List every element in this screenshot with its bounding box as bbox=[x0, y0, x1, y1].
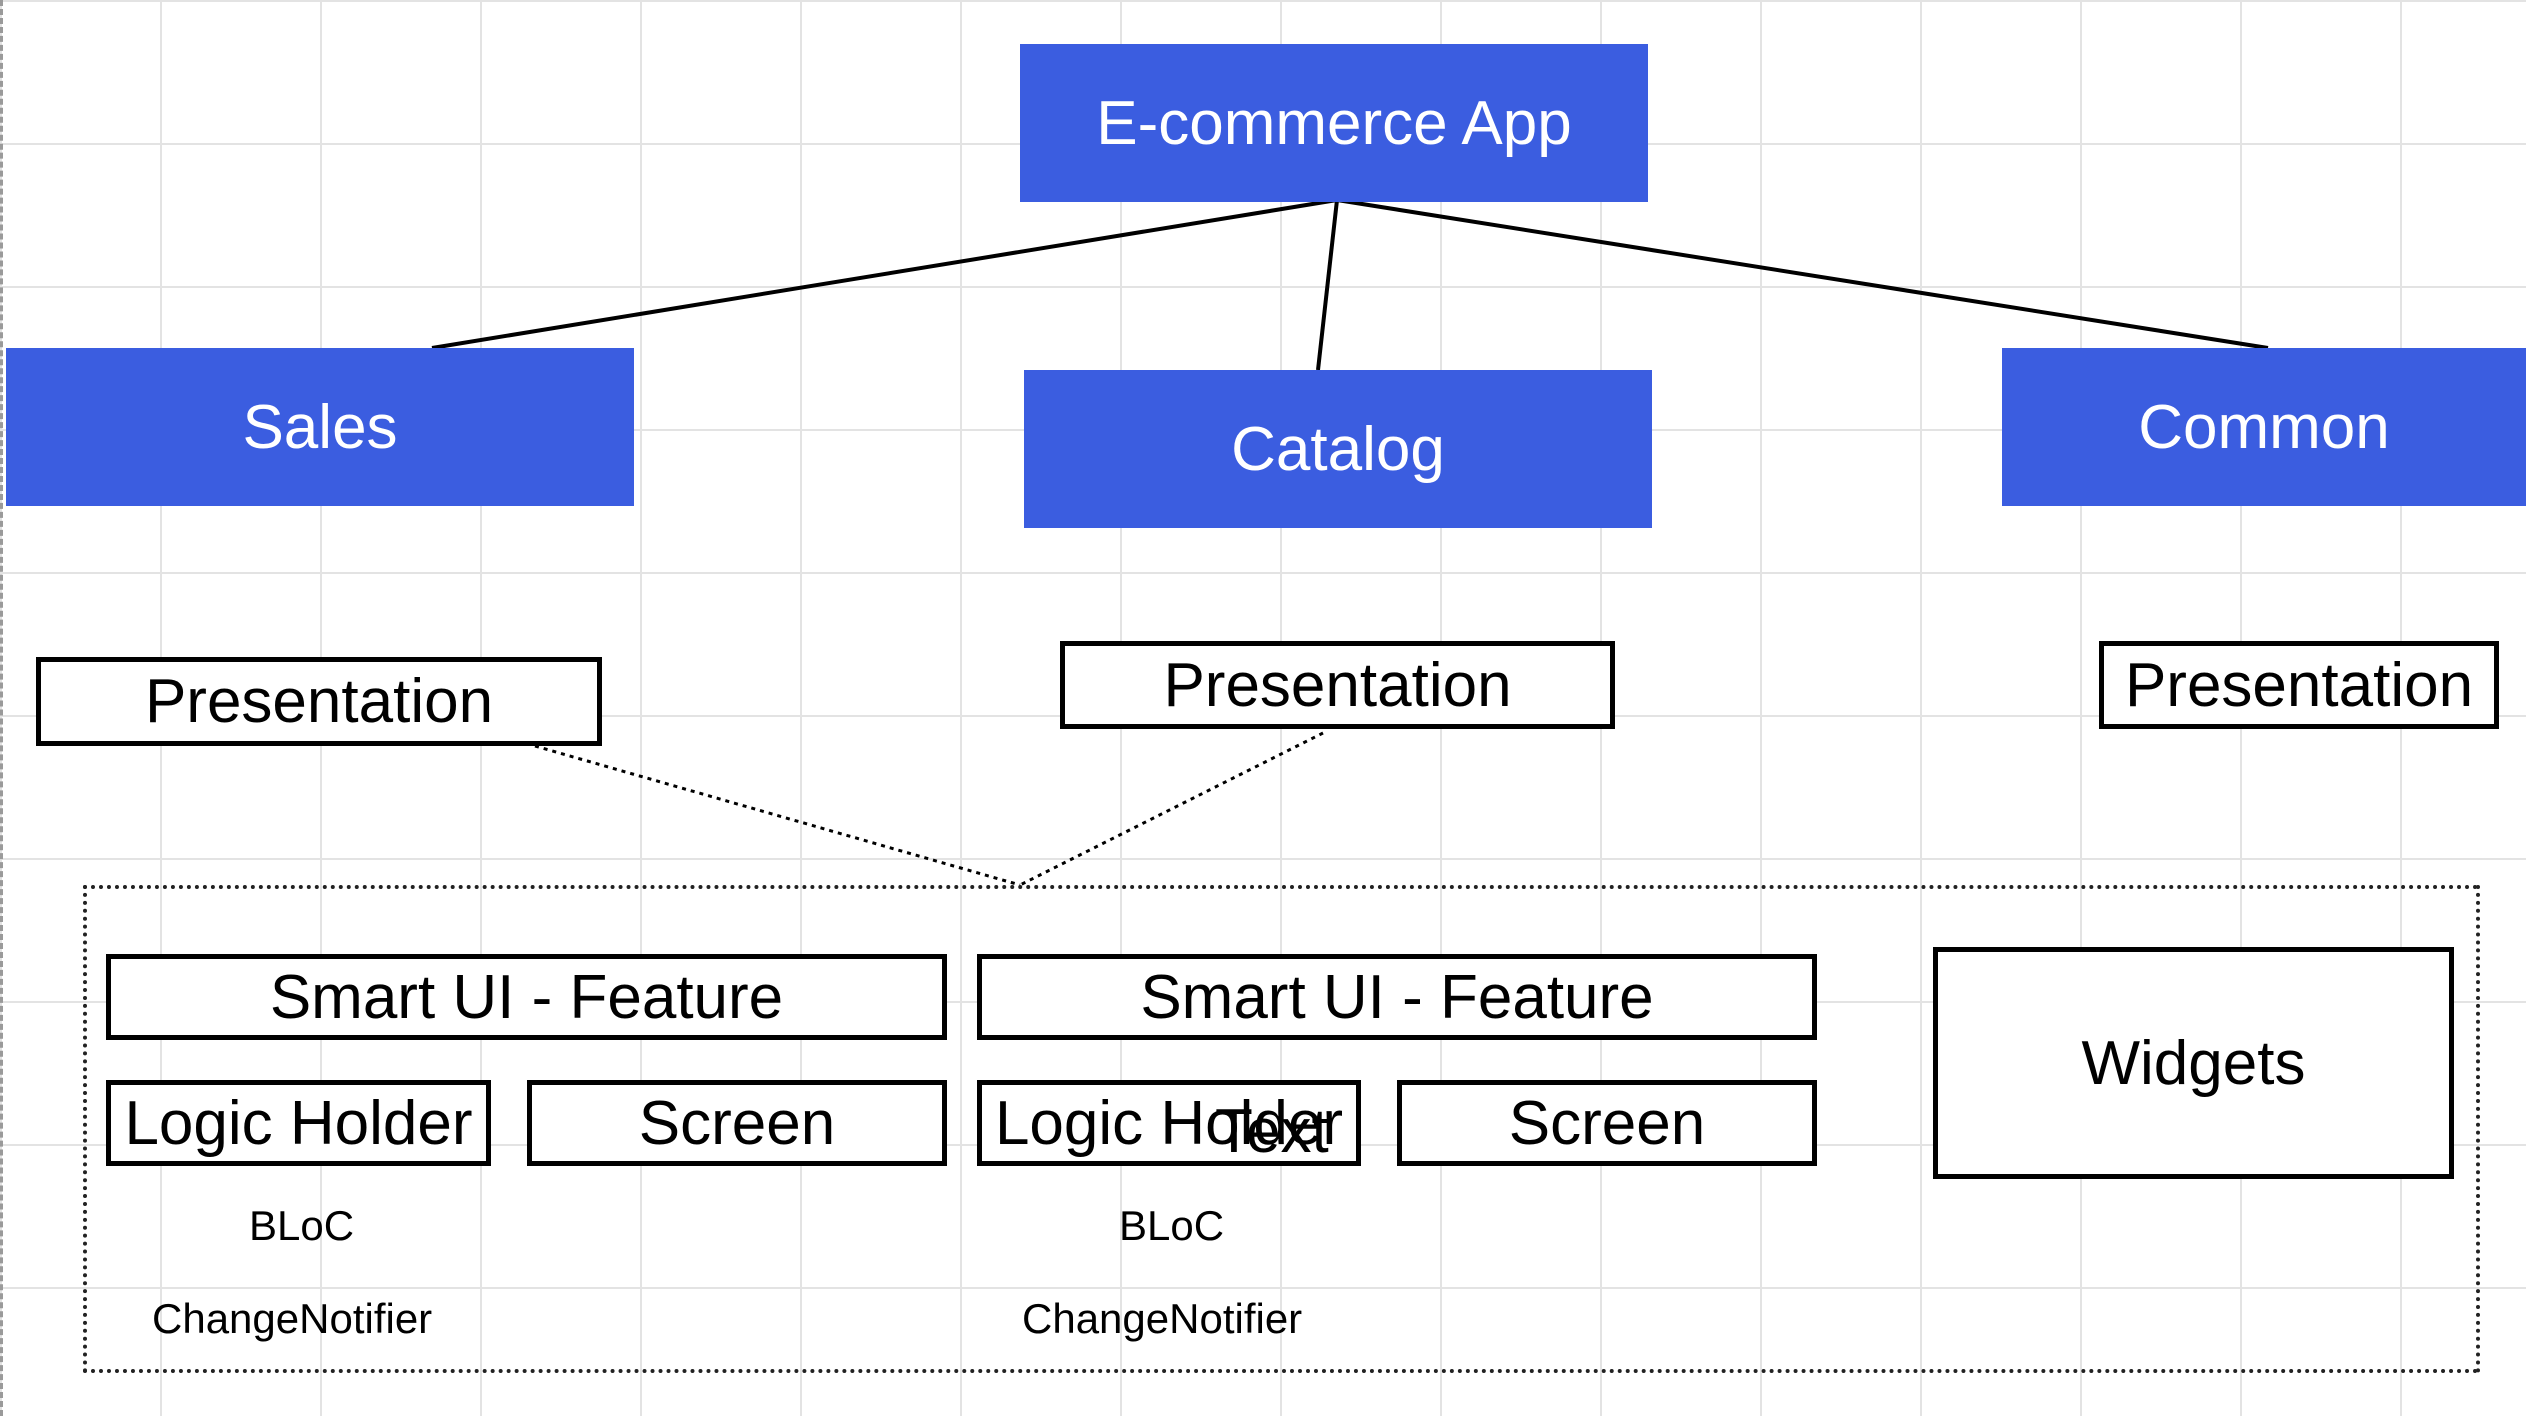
presentation-node-common[interactable]: Presentation bbox=[2099, 641, 2499, 729]
root-node-label: E-commerce App bbox=[1096, 88, 1572, 158]
module-node-sales[interactable]: Sales bbox=[6, 348, 634, 506]
presentation-label-common: Presentation bbox=[2124, 650, 2474, 720]
presentation-label-sales: Presentation bbox=[144, 667, 494, 736]
smart-ui-feature-label-1: Smart UI - Feature bbox=[269, 962, 784, 1032]
connector-root-to-sales bbox=[431, 198, 1338, 350]
root-node-ecommerce-app[interactable]: E-commerce App bbox=[1020, 44, 1648, 202]
module-label-common: Common bbox=[2138, 392, 2390, 462]
module-node-common[interactable]: Common bbox=[2002, 348, 2526, 506]
logic-holder-box-1[interactable]: Logic Holder bbox=[106, 1080, 491, 1166]
widgets-label: Widgets bbox=[2081, 1028, 2306, 1098]
connector-catalog-presentation-to-group bbox=[1019, 731, 1324, 887]
connector-root-to-catalog bbox=[1316, 199, 1339, 371]
module-label-sales: Sales bbox=[242, 392, 398, 462]
stray-text-label[interactable]: Text bbox=[1215, 1097, 1329, 1166]
connector-root-to-common bbox=[1336, 198, 2269, 350]
logic-holder-box-2[interactable]: Logic Holder bbox=[977, 1080, 1361, 1166]
connector-sales-presentation-to-group bbox=[534, 744, 1021, 887]
widgets-box[interactable]: Widgets bbox=[1933, 947, 2454, 1179]
presentation-label-catalog: Presentation bbox=[1163, 650, 1512, 720]
smart-ui-feature-box-1[interactable]: Smart UI - Feature bbox=[106, 954, 947, 1040]
presentation-node-sales[interactable]: Presentation bbox=[36, 657, 602, 746]
module-label-catalog: Catalog bbox=[1231, 414, 1445, 484]
smart-ui-feature-box-2[interactable]: Smart UI - Feature bbox=[977, 954, 1817, 1040]
smart-ui-feature-label-2: Smart UI - Feature bbox=[1140, 962, 1654, 1032]
screen-box-2[interactable]: Screen bbox=[1397, 1080, 1817, 1166]
presentation-layer-group[interactable] bbox=[83, 885, 2480, 1373]
logic-holder-label-1: Logic Holder bbox=[124, 1088, 473, 1158]
screen-box-1[interactable]: Screen bbox=[527, 1080, 947, 1166]
module-node-catalog[interactable]: Catalog bbox=[1024, 370, 1652, 528]
logic-option-bloc-2: BLoC bbox=[1119, 1202, 1225, 1249]
screen-label-2: Screen bbox=[1508, 1088, 1706, 1158]
canvas-left-border bbox=[0, 0, 3, 1416]
logic-option-changenotifier-2: ChangeNotifier bbox=[1022, 1295, 1303, 1342]
logic-holder-label-2: Logic Holder bbox=[994, 1088, 1344, 1158]
screen-label-1: Screen bbox=[638, 1088, 836, 1158]
presentation-node-catalog[interactable]: Presentation bbox=[1060, 641, 1615, 729]
logic-option-bloc-1: BLoC bbox=[249, 1202, 355, 1249]
logic-option-changenotifier-1: ChangeNotifier bbox=[152, 1295, 433, 1342]
